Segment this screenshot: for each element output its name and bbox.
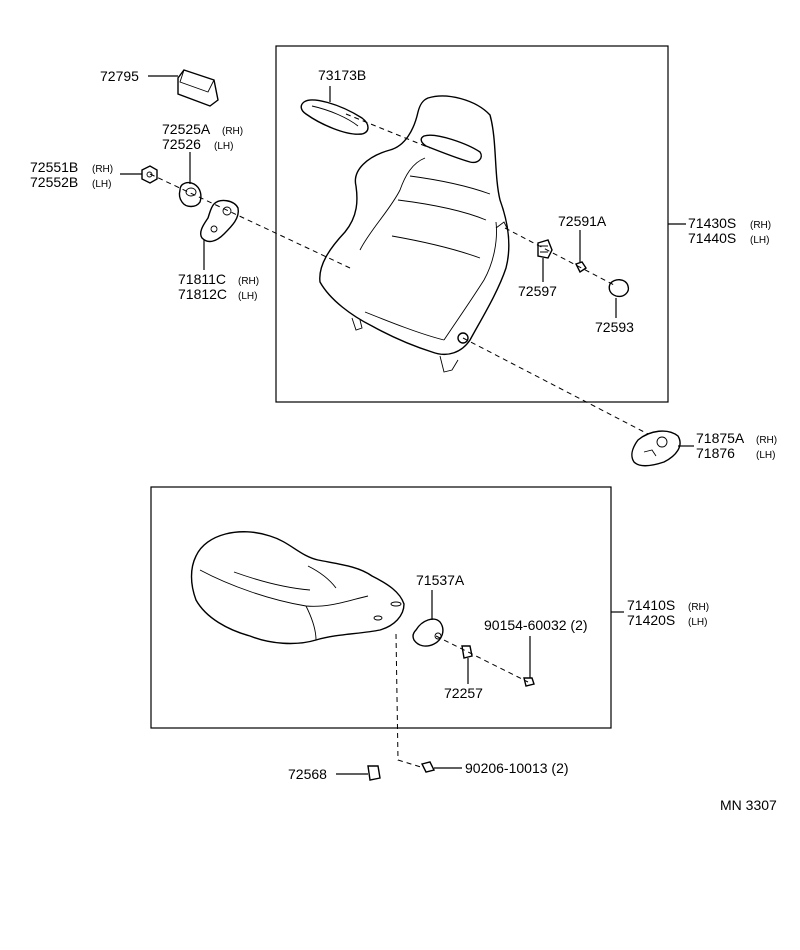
part-72525A-hole [185,187,197,197]
dash-cover-line [345,113,431,149]
part-72525A-shape [178,181,202,208]
part-72597-detail [540,245,548,253]
label-72593: 72593 [595,319,634,335]
part-72795-face [179,69,215,93]
part-72257-shape [461,645,473,659]
cushion-group-frame [150,486,612,729]
dash-sidecover-axis [462,337,649,435]
label-71440S: 71440S [688,230,736,246]
label-72525A-side: (RH) [222,126,243,137]
part-90154-shape [523,677,535,687]
label-72597: 72597 [518,283,557,299]
label-71410S-side: (RH) [688,602,709,613]
label-72525A: 72525A [162,121,211,137]
label-71812C-side: (LH) [238,291,257,302]
label-71811C: 71811C [178,271,226,287]
label-71875A-side: (RH) [756,435,777,446]
label-71811C-side: (RH) [238,276,259,287]
label-72551B-side: (RH) [92,164,113,175]
label-72551B: 72551B [30,159,78,175]
part-71875A-shape [631,430,681,467]
label-72257: 72257 [444,685,483,701]
label-72591A: 72591A [558,213,607,229]
part-71811C-hole2 [210,225,218,233]
label-71410S: 71410S [627,597,675,613]
part-71811C-hole1 [222,206,232,216]
part-71875A-detail [643,449,657,457]
part-72593-shape [608,279,630,298]
part-71875A-hole [656,436,668,448]
seat-back-illustration [319,95,510,373]
label-71440S-side: (LH) [750,235,769,246]
label-71876: 71876 [696,445,735,461]
label-71875A: 71875A [696,430,745,446]
label-90206: 90206-10013 (2) [465,760,569,776]
part-71811C-shape [199,199,239,243]
label-72526: 72526 [162,136,201,152]
label-71876-side: (LH) [756,450,775,461]
label-72568: 72568 [288,766,327,782]
label-71812C: 71812C [178,286,227,302]
part-90206-shape [420,761,436,773]
label-71420S-side: (LH) [688,617,707,628]
part-72551B-shape [141,165,158,184]
part-73173B-inner [311,105,359,127]
part-71537A-shape [412,618,444,647]
diagram-code: MN 3307 [720,797,777,813]
label-71430S: 71430S [688,215,736,231]
part-72591A-shape [575,261,587,274]
label-90154: 90154-60032 (2) [484,617,588,633]
label-72552B: 72552B [30,174,78,190]
label-72795: 72795 [100,68,139,84]
label-72526-side: (LH) [214,141,233,152]
label-72552B-side: (LH) [92,179,111,190]
part-72568-shape [367,765,381,781]
dash-cushion-axis [435,635,529,683]
label-71420S: 71420S [627,612,675,628]
dash-recliner-axis [149,173,351,269]
dash-knob-axis [504,227,617,287]
seat-cushion-illustration [190,531,405,645]
dash-cushion-down [395,633,425,769]
label-71430S-side: (RH) [750,220,771,231]
label-73173B: 73173B [318,67,366,83]
part-71537A-hole [434,632,442,640]
label-71537A: 71537A [416,572,465,588]
part-73173B-shape [300,99,369,135]
